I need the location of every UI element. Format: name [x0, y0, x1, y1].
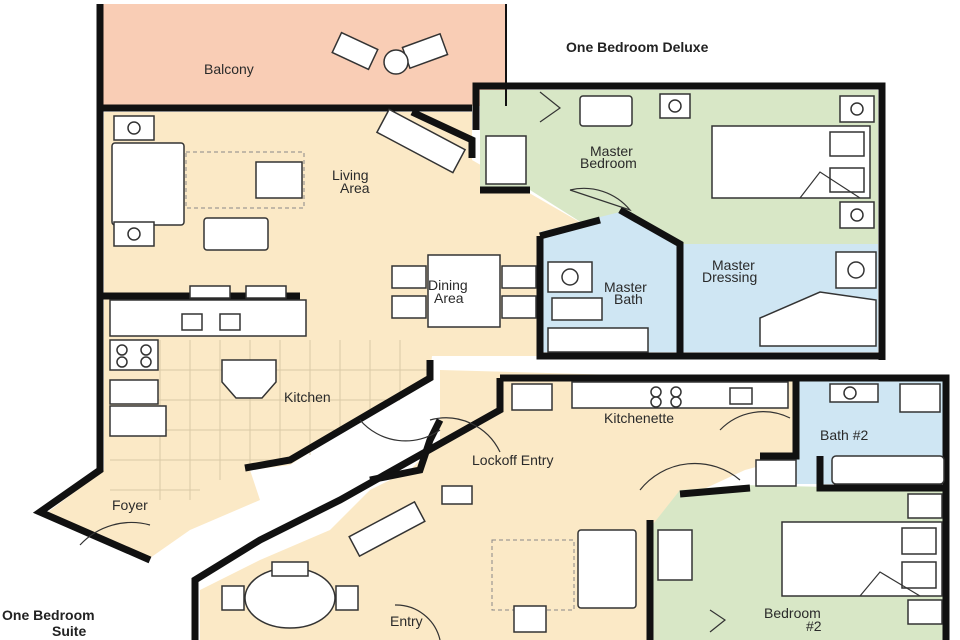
label-master-bath-1: Master	[604, 279, 647, 295]
coffee-table	[255, 161, 303, 199]
kitchen-counter	[109, 299, 307, 337]
lockoff-tv	[348, 500, 426, 558]
kitchen-island	[221, 359, 277, 399]
label-balcony: Balcony	[204, 61, 254, 77]
title-one-bedroom-suite-1: One Bedroom	[2, 607, 95, 623]
label-entry: Entry	[390, 613, 423, 629]
armchair	[203, 217, 269, 251]
door-swings	[79, 91, 791, 640]
balcony-table	[383, 49, 409, 75]
label-bedroom-2-1: Bedroom	[764, 605, 821, 621]
sofa	[111, 142, 185, 226]
label-master-bedroom-2: Bedroom	[580, 155, 637, 171]
tv-console	[375, 108, 467, 174]
lockoff-dining-table	[244, 567, 336, 629]
label-foyer: Foyer	[112, 497, 148, 513]
dining-table	[427, 254, 501, 328]
label-bath-2: Bath #2	[820, 427, 868, 443]
furniture	[109, 31, 945, 633]
label-master-dressing-2: Dressing	[702, 269, 757, 285]
label-dining-area-2: Area	[434, 290, 464, 306]
bath-2-tub	[831, 455, 945, 485]
master-armchair	[579, 95, 633, 127]
label-master-bedroom-1: Master	[590, 143, 633, 159]
label-bedroom-2-2: #2	[806, 618, 822, 634]
label-living-area-1: Living	[332, 167, 369, 183]
label-kitchen: Kitchen	[284, 389, 331, 405]
walls	[32, 4, 950, 640]
label-living-area-2: Area	[340, 180, 370, 196]
label-kitchenette: Kitchenette	[604, 410, 674, 426]
label-master-bath-2: Bath	[614, 291, 643, 307]
balcony-chair-left	[331, 31, 379, 71]
label-dining-area-1: Dining	[428, 277, 468, 293]
label-lockoff-entry: Lockoff Entry	[472, 452, 553, 468]
label-master-dressing-1: Master	[712, 257, 755, 273]
master-tub	[759, 291, 877, 347]
title-one-bedroom-deluxe: One Bedroom Deluxe	[566, 39, 709, 55]
title-one-bedroom-suite-2: Suite	[52, 623, 86, 639]
lockoff-sofa	[577, 529, 637, 609]
room-labels: One Bedroom Deluxe Balcony Living Area M…	[2, 39, 868, 639]
